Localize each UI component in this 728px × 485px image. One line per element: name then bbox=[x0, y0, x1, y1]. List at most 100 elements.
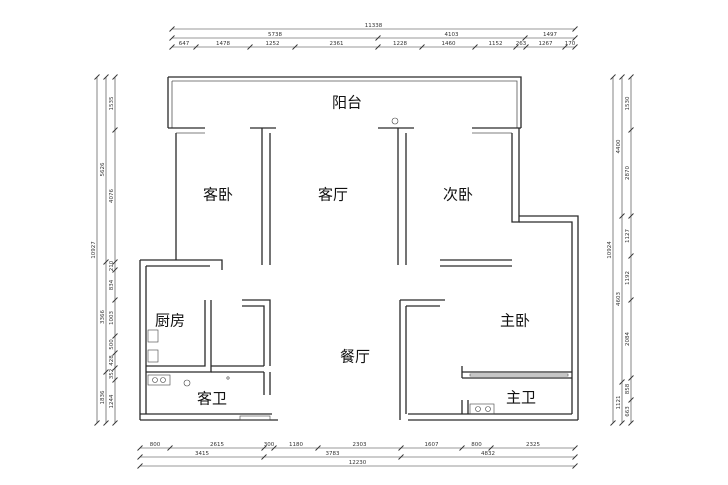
top-row3-tick bbox=[472, 44, 478, 50]
bottom-row1-tick bbox=[459, 445, 465, 451]
top-row2-tick bbox=[169, 35, 175, 41]
left-group-tick bbox=[103, 420, 109, 426]
right-detail-tick bbox=[628, 127, 634, 133]
right-group-tick bbox=[619, 379, 625, 385]
left-detail-label: 1244 bbox=[109, 394, 115, 408]
bottom-row1-label: 800 bbox=[471, 442, 482, 448]
bottom-row2-tick bbox=[398, 454, 404, 460]
bottom-row1-label: 1180 bbox=[289, 442, 303, 448]
bottom-row1-tick bbox=[137, 445, 143, 451]
left-detail-label: 500 bbox=[109, 339, 115, 350]
bottom-overall-tick bbox=[137, 463, 143, 469]
left-detail-label: 428 bbox=[109, 355, 115, 366]
top-row3-label: 1252 bbox=[266, 41, 280, 47]
room-label-balcony: 阳台 bbox=[331, 93, 363, 112]
top-row2-tick bbox=[375, 35, 381, 41]
right-detail-tick bbox=[628, 297, 634, 303]
bottom-row2-label: 3783 bbox=[326, 451, 340, 457]
bottom-row2-label: 3415 bbox=[195, 451, 209, 457]
right-group-label: 4400 bbox=[616, 139, 622, 153]
room-label-master-bedroom: 主卧 bbox=[499, 311, 531, 330]
top-row3-tick bbox=[562, 44, 568, 50]
top-row3-tick bbox=[193, 44, 199, 50]
dimension-lines bbox=[96, 28, 632, 467]
bottom-row1-tick bbox=[271, 445, 277, 451]
top-row3-tick bbox=[513, 44, 519, 50]
right-detail-label: 2870 bbox=[625, 166, 631, 180]
left-group-label: 1836 bbox=[100, 390, 106, 404]
left-detail-tick bbox=[112, 420, 118, 426]
right-detail-tick bbox=[628, 420, 634, 426]
left-detail-tick bbox=[112, 127, 118, 133]
top-row3-label: 263 bbox=[516, 41, 527, 47]
right-detail-label: 663 bbox=[625, 406, 631, 417]
dimension-ticks bbox=[94, 26, 634, 469]
left-detail-label: 4076 bbox=[109, 189, 115, 203]
bottom-row1-label: 800 bbox=[150, 442, 161, 448]
left-overall-tick bbox=[94, 420, 100, 426]
bottom-overall-label: 12230 bbox=[349, 460, 367, 466]
top-row3-label: 1460 bbox=[442, 41, 456, 47]
top-row3-label: 1228 bbox=[393, 41, 407, 47]
top-row2-label: 4103 bbox=[445, 32, 459, 38]
bottom-row1-label: 2303 bbox=[353, 442, 367, 448]
left-group-tick bbox=[103, 259, 109, 265]
right-detail-tick bbox=[628, 375, 634, 381]
bottom-row2-tick bbox=[261, 454, 267, 460]
top-row3-tick bbox=[572, 44, 578, 50]
left-group-label: 3366 bbox=[100, 310, 106, 324]
top-row3-tick bbox=[247, 44, 253, 50]
fixtures bbox=[147, 117, 569, 421]
bottom-row1-label: 2325 bbox=[526, 442, 540, 448]
left-detail-tick bbox=[112, 365, 118, 371]
bottom-row1-label: 300 bbox=[264, 442, 275, 448]
top-row3-label: 647 bbox=[179, 41, 190, 47]
exterior-walls bbox=[139, 76, 579, 421]
left-overall-label: 10927 bbox=[91, 241, 97, 259]
top-row3-label: 170 bbox=[565, 41, 576, 47]
right-group-tick bbox=[619, 74, 625, 80]
top-overall-tick bbox=[572, 26, 578, 32]
right-detail-tick bbox=[628, 213, 634, 219]
left-group-label: 5626 bbox=[100, 162, 106, 176]
top-row3-tick bbox=[375, 44, 381, 50]
top-row2-label: 5738 bbox=[268, 32, 282, 38]
room-label-guest-bath: 客卫 bbox=[196, 389, 228, 408]
left-detail-tick bbox=[112, 267, 118, 273]
right-overall-tick bbox=[610, 74, 616, 80]
room-label-guest-bedroom: 客卧 bbox=[202, 185, 234, 204]
top-row3-label: 1478 bbox=[216, 41, 230, 47]
right-group-label: 1121 bbox=[616, 396, 622, 410]
left-detail-tick bbox=[112, 259, 118, 265]
left-group-tick bbox=[103, 74, 109, 80]
bottom-row2-tick bbox=[137, 454, 143, 460]
top-overall-label: 11338 bbox=[365, 23, 383, 29]
left-detail-tick bbox=[112, 350, 118, 356]
right-detail-label: 1192 bbox=[625, 271, 631, 285]
left-detail-label: 1003 bbox=[109, 311, 115, 325]
top-row3-tick bbox=[523, 44, 529, 50]
right-group-tick bbox=[619, 420, 625, 426]
right-overall-label: 10924 bbox=[607, 241, 613, 259]
left-detail-label: 834 bbox=[109, 279, 115, 290]
right-detail-tick bbox=[628, 74, 634, 80]
room-label-master-bath: 主卫 bbox=[505, 388, 537, 407]
right-group-tick bbox=[619, 213, 625, 219]
right-overall-tick bbox=[610, 420, 616, 426]
bottom-row1-tick bbox=[261, 445, 267, 451]
bottom-row1-tick bbox=[315, 445, 321, 451]
left-detail-label: 352 bbox=[109, 369, 115, 380]
left-detail-label: 210 bbox=[109, 260, 115, 271]
right-detail-label: 2084 bbox=[625, 332, 631, 346]
top-row3-tick bbox=[292, 44, 298, 50]
bottom-row1-label: 1607 bbox=[425, 442, 439, 448]
bottom-row2-label: 4832 bbox=[481, 451, 495, 457]
left-detail-tick bbox=[112, 297, 118, 303]
right-detail-tick bbox=[628, 397, 634, 403]
right-detail-label: 858 bbox=[625, 383, 631, 394]
bottom-row1-tick bbox=[167, 445, 173, 451]
room-label-kitchen: 厨房 bbox=[154, 311, 186, 330]
left-overall-tick bbox=[94, 74, 100, 80]
left-detail-tick bbox=[112, 333, 118, 339]
